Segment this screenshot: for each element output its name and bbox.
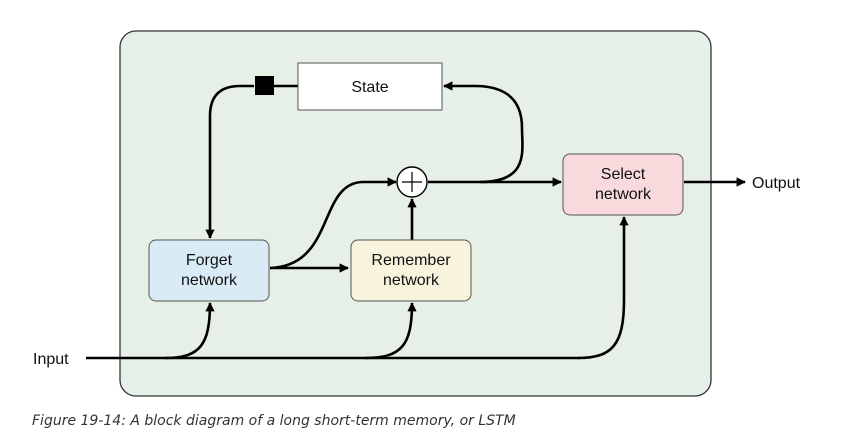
- state-block: State: [297, 62, 443, 111]
- forget-label-line1: Forget: [186, 252, 233, 269]
- lstm-panel: [119, 30, 712, 397]
- forget-label-line2: network: [181, 272, 238, 289]
- connections: [86, 81, 746, 360]
- state-label: State: [351, 79, 388, 96]
- plus-icon: [402, 172, 422, 192]
- select-label-line1: Select: [601, 166, 646, 183]
- figure-caption: Figure 19-14: A block diagram of a long …: [32, 413, 516, 429]
- input-label: Input: [33, 351, 69, 368]
- input-to-remember-wire: [364, 302, 417, 360]
- input-to-forget-wire: [164, 302, 215, 360]
- select-label-line2: network: [595, 186, 652, 203]
- input-to-select-wire: [577, 216, 629, 360]
- select-network-block: Select network: [562, 153, 684, 216]
- remember-label-line2: network: [383, 272, 440, 289]
- forget-network-block: Forget network: [148, 239, 270, 302]
- adder-to-state-wire: [443, 81, 524, 184]
- adder: [396, 166, 428, 198]
- remember-label-line1: Remember: [371, 252, 451, 269]
- output-label: Output: [752, 175, 801, 192]
- gate-to-forget-wire: [205, 84, 254, 239]
- state-gate: [255, 76, 274, 95]
- forget-to-adder-wire: [269, 177, 397, 270]
- remember-network-block: Remember network: [350, 239, 472, 302]
